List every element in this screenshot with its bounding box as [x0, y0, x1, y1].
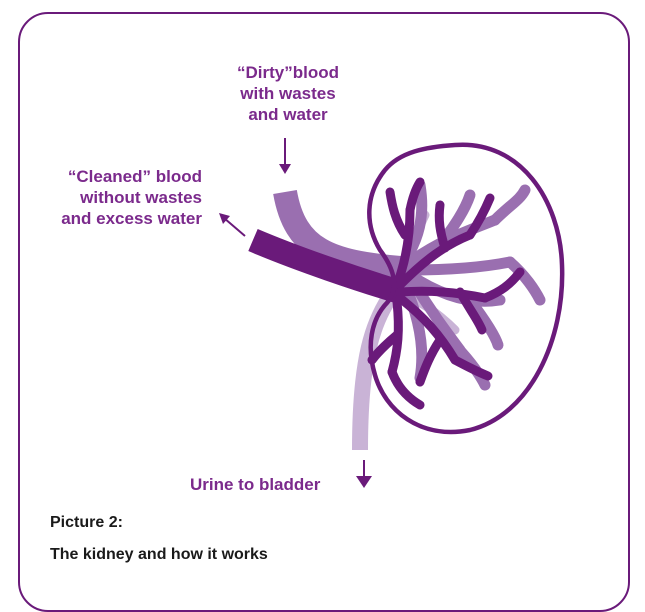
cleaned-blood-line: and excess water: [30, 208, 202, 229]
cleaned-blood-line: “Cleaned” blood: [30, 166, 202, 187]
caption-subtitle: The kidney and how it works: [50, 546, 268, 564]
cleaned-blood-label: “Cleaned” blood without wastes and exces…: [30, 166, 202, 229]
dirty-blood-line: and water: [208, 104, 368, 125]
dirty-blood-line: “Dirty”blood: [208, 62, 368, 83]
arrow-down-icon: [279, 138, 291, 174]
urine-label: Urine to bladder: [190, 474, 360, 495]
dirty-blood-label: “Dirty”blood with wastes and water: [208, 62, 368, 125]
vein-branches: [400, 185, 540, 385]
cleaned-blood-line: without wastes: [30, 187, 202, 208]
arrow-up-left-icon: [219, 213, 245, 236]
dirty-blood-line: with wastes: [208, 83, 368, 104]
caption-title: Picture 2:: [50, 514, 123, 532]
